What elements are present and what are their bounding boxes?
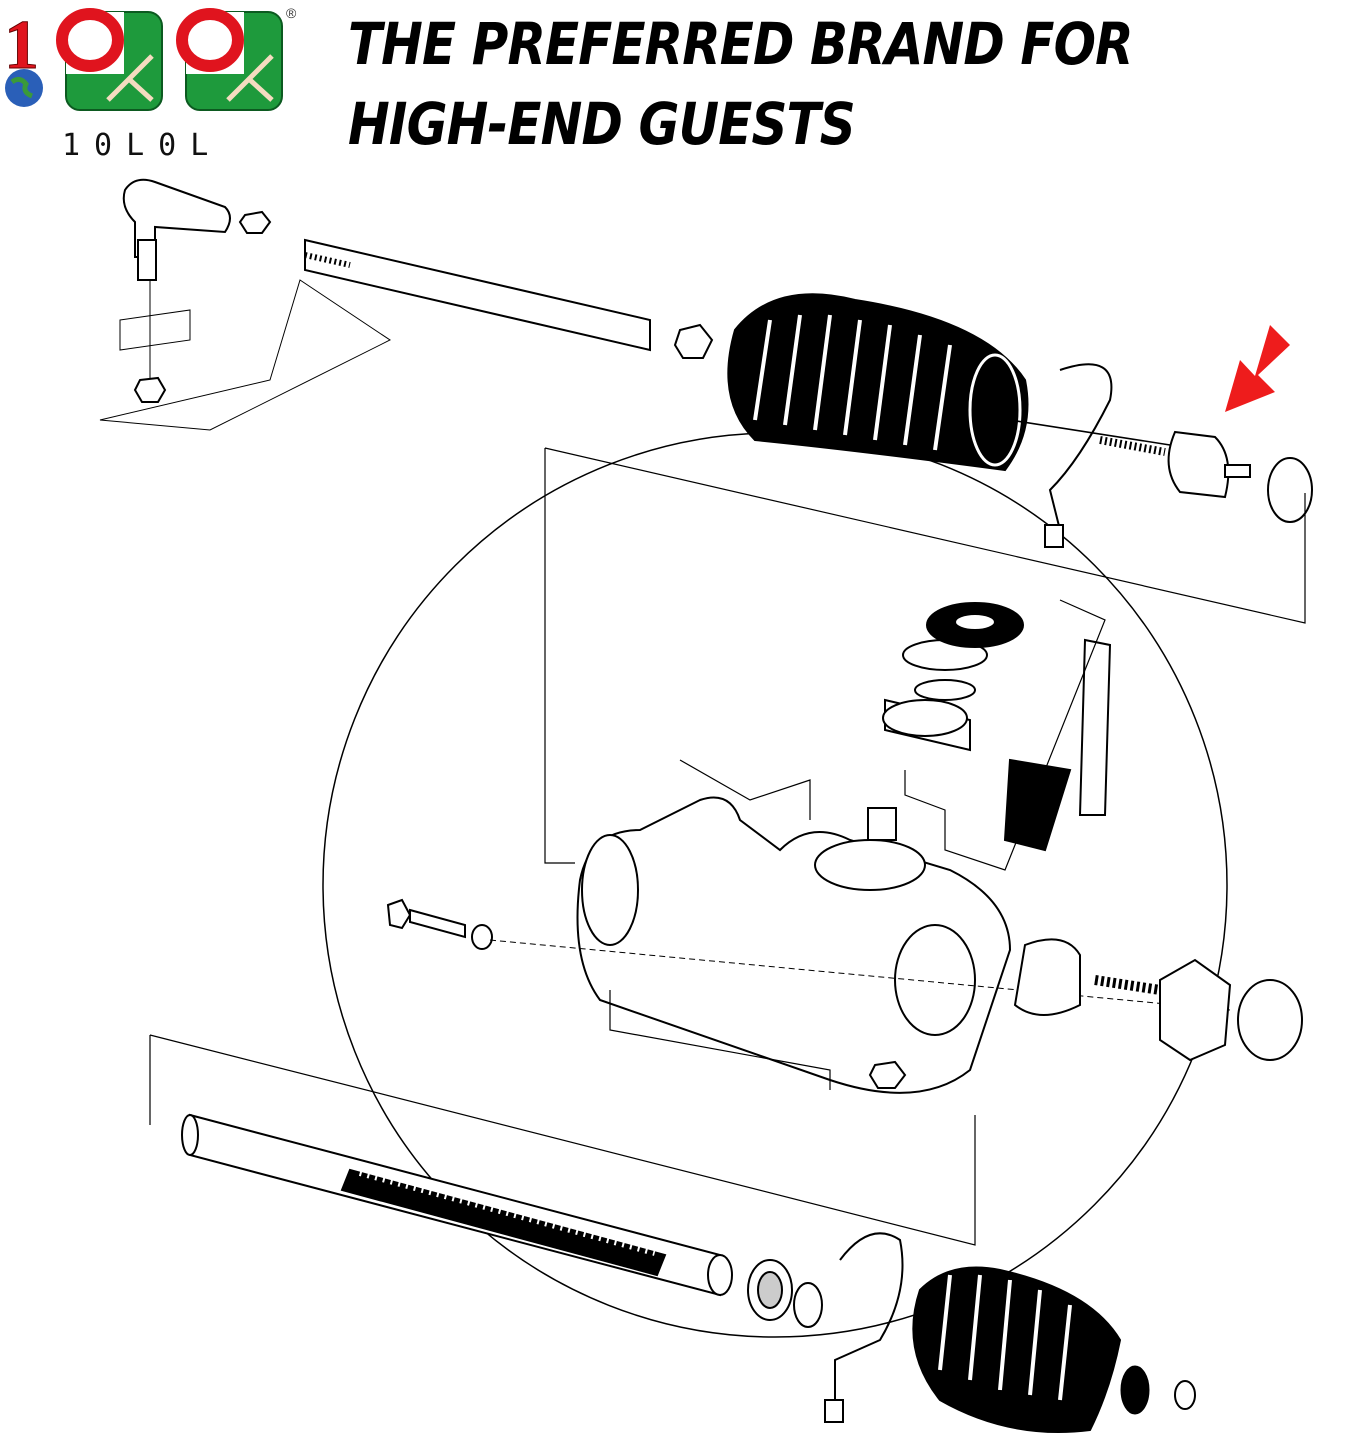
- logo-glyph-1: [56, 8, 163, 111]
- adjuster-parts: [489, 938, 1303, 1062]
- rack-bar: [181, 1113, 823, 1328]
- frame-line-lower: [149, 1034, 976, 1246]
- brand-logo: 1 ®: [4, 5, 297, 111]
- svg-text:1: 1: [4, 7, 39, 84]
- boot-upper: [727, 293, 1113, 548]
- tie-rod: [304, 238, 714, 359]
- tie-rod-end: [99, 178, 391, 431]
- headline: THE PREFERRED BRAND FOR HIGH-END GUESTS: [348, 10, 1134, 158]
- pinion-assembly: [882, 599, 1112, 871]
- rack-housing: [576, 759, 1012, 1094]
- bolt: [386, 898, 493, 950]
- frame-line-upper: [544, 447, 1306, 864]
- red-arrow-icon: [1225, 325, 1290, 412]
- inner-tie-rod: [1009, 419, 1313, 523]
- logo-glyph-2: [176, 8, 283, 111]
- registered-mark: ®: [286, 5, 297, 21]
- boot-lower: [824, 1232, 1196, 1433]
- brand-name: 10L0L: [62, 128, 223, 163]
